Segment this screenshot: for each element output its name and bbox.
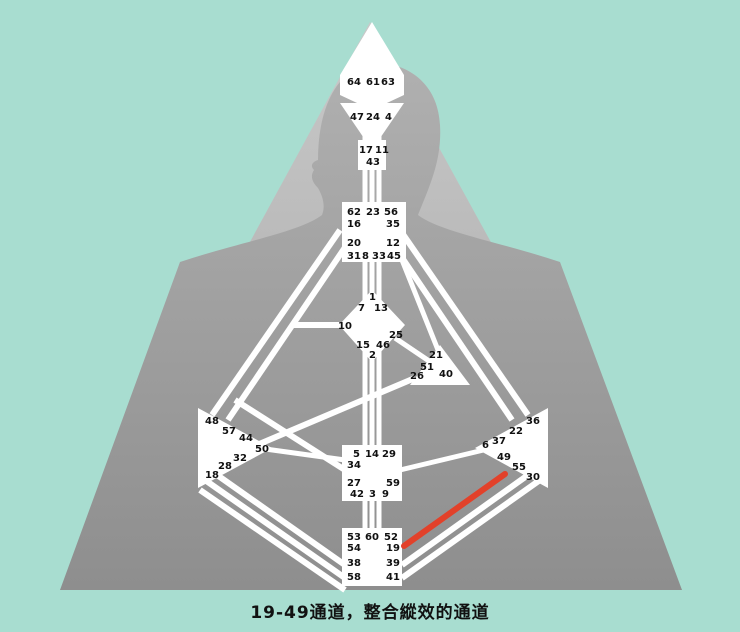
centers — [198, 22, 548, 586]
gate-27: 27 — [347, 478, 361, 489]
gate-31: 31 — [347, 251, 361, 262]
head-center — [340, 22, 404, 75]
gate-labels: 64 61 63 47 24 4 17 11 43 62 23 56 16 35… — [205, 77, 540, 583]
gate-13: 13 — [374, 303, 388, 314]
gate-11: 11 — [375, 145, 389, 156]
gate-51: 51 — [420, 362, 434, 373]
root-center — [342, 528, 402, 586]
caption: 19-49通道，整合縱效的通道 — [250, 603, 490, 623]
gate-20: 20 — [347, 238, 361, 249]
gate-15: 15 — [356, 340, 370, 351]
ego-center — [410, 345, 470, 385]
gate-3: 3 — [369, 489, 376, 500]
gate-64: 64 — [347, 77, 361, 88]
gate-60: 60 — [365, 532, 379, 543]
highlighted-channel-19-49 — [401, 471, 508, 549]
gate-58: 58 — [347, 572, 361, 583]
gate-25: 25 — [389, 330, 403, 341]
ajna-center — [340, 103, 404, 150]
gate-53: 53 — [347, 532, 361, 543]
gate-44: 44 — [239, 433, 253, 444]
gate-26: 26 — [410, 371, 424, 382]
gate-47: 47 — [350, 112, 364, 123]
gate-12: 12 — [386, 238, 400, 249]
gate-46: 46 — [376, 340, 390, 351]
gate-17: 17 — [359, 145, 373, 156]
gate-55: 55 — [512, 462, 526, 473]
gate-40: 40 — [439, 369, 453, 380]
gate-37: 37 — [492, 436, 506, 447]
spleen-center — [198, 408, 272, 488]
gate-10: 10 — [338, 321, 352, 332]
gate-38: 38 — [347, 558, 361, 569]
gate-5: 5 — [353, 449, 360, 460]
gate-28: 28 — [218, 461, 232, 472]
gate-1: 1 — [369, 292, 376, 303]
throat-center — [342, 202, 406, 262]
gate-24: 24 — [366, 112, 380, 123]
gate-14: 14 — [365, 449, 379, 460]
solar-plexus-center — [475, 408, 548, 488]
gate-33: 33 — [372, 251, 386, 262]
gate-48: 48 — [205, 416, 219, 427]
gate-45: 45 — [387, 251, 401, 262]
gate-50: 50 — [255, 444, 269, 455]
gate-62: 62 — [347, 207, 361, 218]
gate-32: 32 — [233, 453, 247, 464]
gate-2: 2 — [369, 350, 376, 361]
gate-16: 16 — [347, 219, 361, 230]
gate-35: 35 — [386, 219, 400, 230]
gate-4: 4 — [385, 112, 392, 123]
gate-8: 8 — [362, 251, 369, 262]
gate-22: 22 — [509, 426, 523, 437]
gate-57: 57 — [222, 426, 236, 437]
gate-29: 29 — [382, 449, 396, 460]
gate-54: 54 — [347, 543, 361, 554]
gate-52: 52 — [384, 532, 398, 543]
gate-43: 43 — [366, 157, 380, 168]
crown-top-center — [340, 75, 404, 110]
gate-21: 21 — [429, 350, 443, 361]
gate-23: 23 — [366, 207, 380, 218]
g-center — [339, 290, 405, 362]
gate-49: 49 — [497, 452, 511, 463]
gate-56: 56 — [384, 207, 398, 218]
gate-34: 34 — [347, 460, 361, 471]
gate-42: 42 — [350, 489, 364, 500]
gate-39: 39 — [386, 558, 400, 569]
gate-59: 59 — [386, 478, 400, 489]
gate-63: 63 — [381, 77, 395, 88]
gate-9: 9 — [382, 489, 389, 500]
gate-6: 6 — [482, 440, 489, 451]
gate-30: 30 — [526, 472, 540, 483]
gate-41: 41 — [386, 572, 400, 583]
gate-36: 36 — [526, 416, 540, 427]
gate-19: 19 — [386, 543, 400, 554]
ajna-lower — [358, 140, 386, 170]
sacral-center — [342, 445, 402, 501]
gate-18: 18 — [205, 470, 219, 481]
gate-61: 61 — [366, 77, 380, 88]
gate-7: 7 — [358, 303, 365, 314]
